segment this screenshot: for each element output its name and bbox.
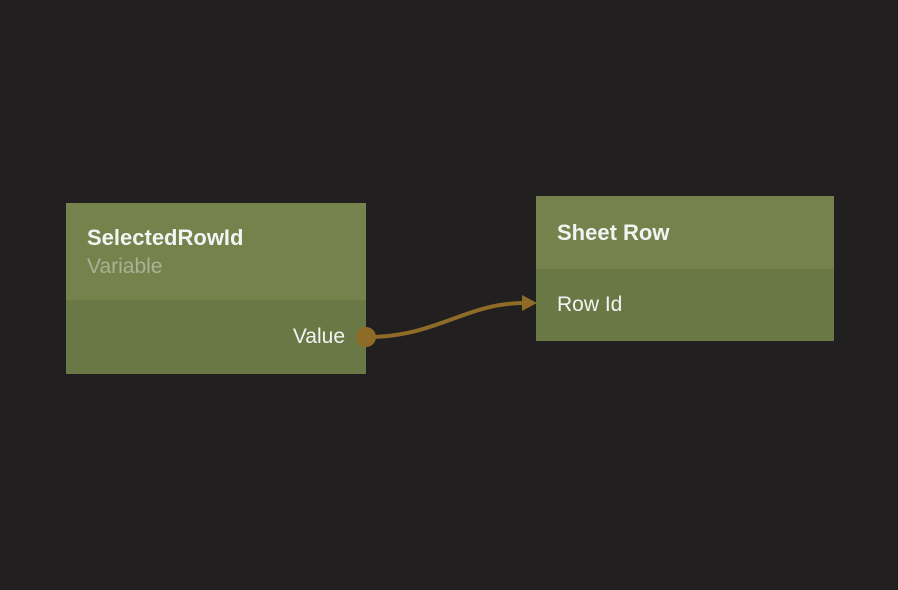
node-title: SelectedRowId (87, 224, 244, 250)
output-port-label: Value (292, 325, 345, 348)
input-port-label: Row Id (557, 293, 623, 316)
connection-wire[interactable] (366, 301, 526, 339)
connection-arrowhead-icon (522, 295, 537, 311)
node-sheet-row[interactable]: Sheet Row Row Id (536, 196, 834, 341)
node-subtitle: Variable (87, 254, 163, 278)
node-body: Row Id (536, 269, 834, 341)
node-body: Value (66, 300, 376, 374)
output-port-row: Value (66, 300, 366, 374)
node-variable-selectedrowid[interactable]: SelectedRowId Variable Value (66, 203, 376, 374)
output-port-dot[interactable] (356, 327, 376, 347)
input-port-row: Row Id (536, 269, 834, 341)
node-title: Sheet Row (557, 219, 670, 245)
node-header: SelectedRowId Variable (66, 203, 366, 300)
node-header: Sheet Row (536, 196, 834, 269)
